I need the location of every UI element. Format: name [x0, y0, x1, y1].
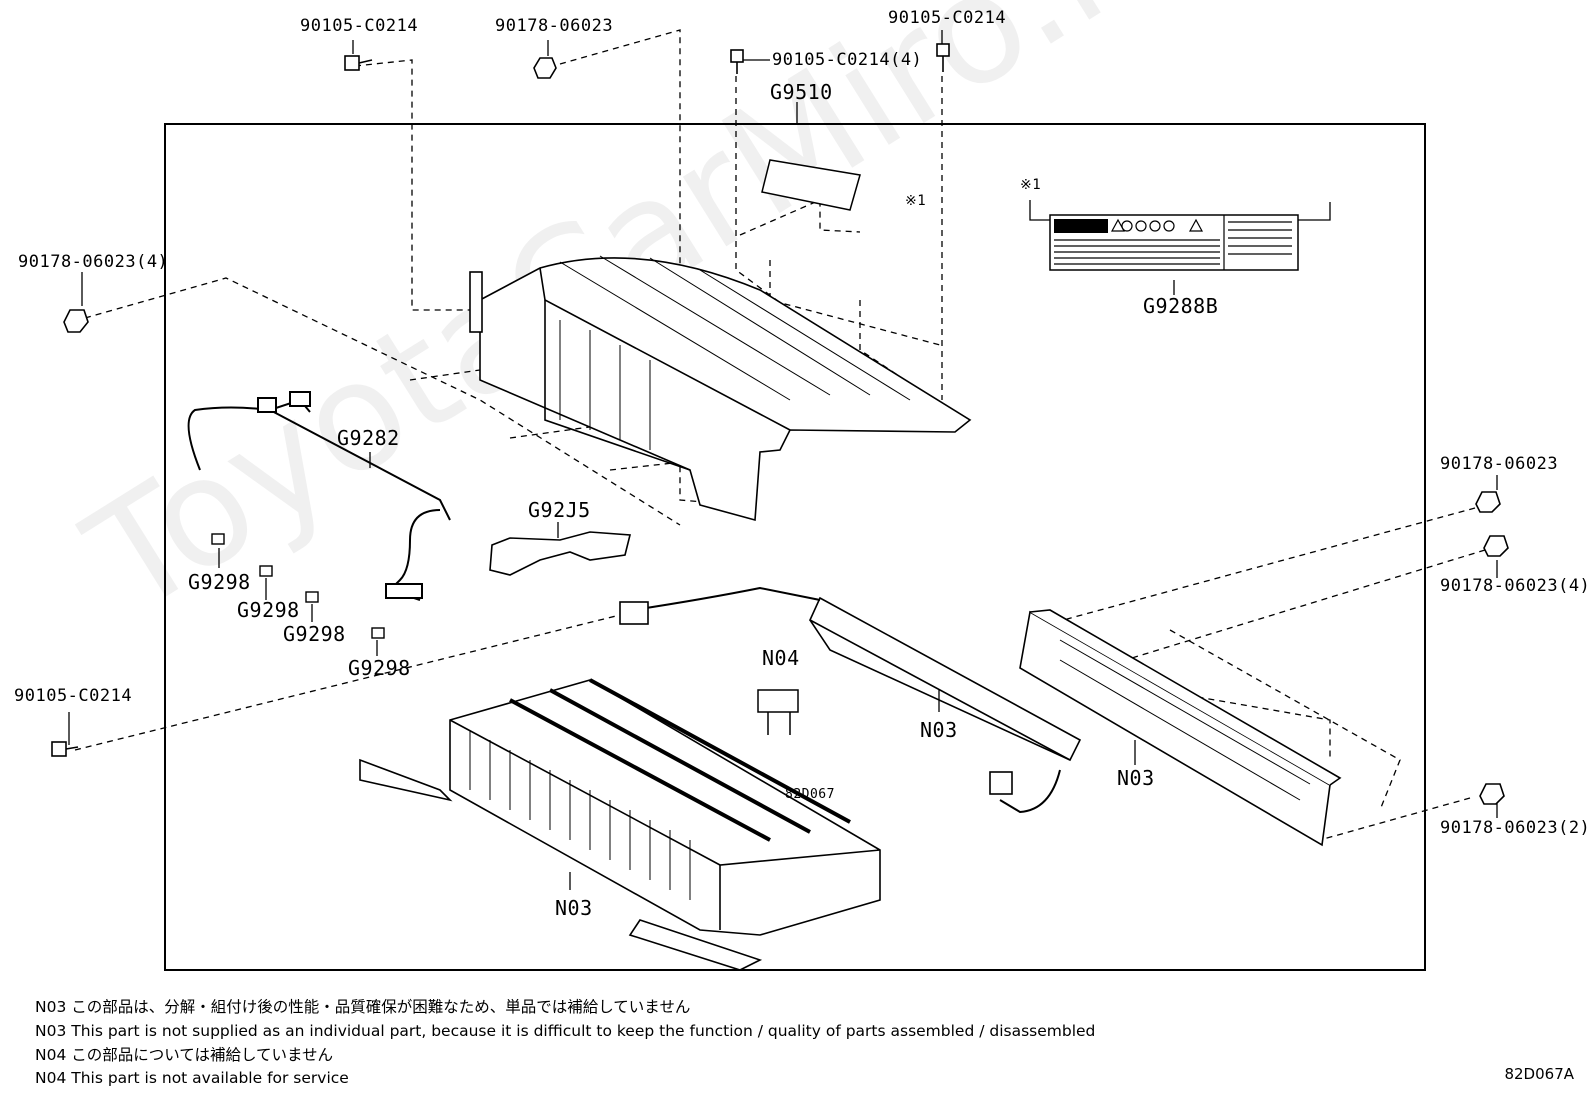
bolt-icon: [730, 49, 744, 74]
battery-stack: [359, 678, 881, 971]
bolt-icon: [344, 55, 373, 71]
asterisk-note: ※1: [1020, 177, 1042, 193]
part-label: G9298: [188, 570, 251, 594]
footnote: N04 この部品については補給していません: [35, 1046, 334, 1064]
decal-sheet: [761, 159, 861, 211]
part-label: N03: [555, 896, 593, 920]
clamp-icon: [305, 591, 319, 603]
part-label: 90105-C0214: [300, 16, 419, 36]
part-label: G9288B: [1143, 294, 1219, 318]
right-bracket: [1019, 609, 1342, 847]
wire-harness: [187, 391, 451, 601]
part-label: G9282: [337, 426, 400, 450]
part-label: 90178-06023(4): [1440, 576, 1591, 596]
part-label: G9298: [283, 622, 346, 646]
part-label: N03: [920, 718, 958, 742]
nut-icon: [63, 309, 89, 333]
footnote: N03 This part is not supplied as an indi…: [35, 1022, 1096, 1040]
part-label: G92J5: [528, 498, 591, 522]
bolt-icon: [936, 43, 950, 72]
part-label: G9298: [348, 656, 411, 680]
part-label: G9510: [770, 80, 833, 104]
cover-bracket: [489, 531, 632, 576]
nut-icon: [1479, 783, 1505, 805]
part-label: 90178-06023: [495, 16, 614, 36]
bus-bar-module: [619, 586, 1082, 814]
warning-label: [1049, 214, 1299, 271]
part-label: 90178-06023: [1440, 454, 1559, 474]
footnote: N04 This part is not available for servi…: [35, 1069, 349, 1087]
clamp-icon: [371, 627, 385, 639]
asterisk-note: ※1: [905, 193, 927, 209]
assembly-frame: [164, 123, 1426, 971]
part-label: 90178-06023(4): [18, 252, 169, 272]
nut-icon: [1483, 535, 1509, 557]
clamp-icon: [259, 565, 273, 577]
service-clip: [757, 689, 799, 735]
bolt-icon: [51, 741, 79, 757]
nut-icon: [1475, 491, 1501, 513]
nut-icon: [533, 57, 557, 79]
part-label: N04: [762, 646, 800, 670]
fasteners: [51, 43, 1509, 805]
part-label: N03: [1117, 766, 1155, 790]
clamp-icon: [211, 533, 225, 545]
part-label: G9298: [237, 598, 300, 622]
part-label: 90105-C0214: [888, 8, 1007, 28]
part-label: 90105-C0214: [14, 686, 133, 706]
clamps: [211, 533, 385, 639]
footnote: N03 この部品は、分解・組付け後の性能・品質確保が困難なため、単品では補給して…: [35, 998, 691, 1016]
reference-id: 82D067A: [1504, 1065, 1574, 1083]
upper-cover: [469, 255, 972, 522]
stack-code: 82D067: [785, 787, 835, 802]
part-label: 90178-06023(2): [1440, 818, 1591, 838]
part-label: 90105-C0214(4): [772, 50, 923, 70]
